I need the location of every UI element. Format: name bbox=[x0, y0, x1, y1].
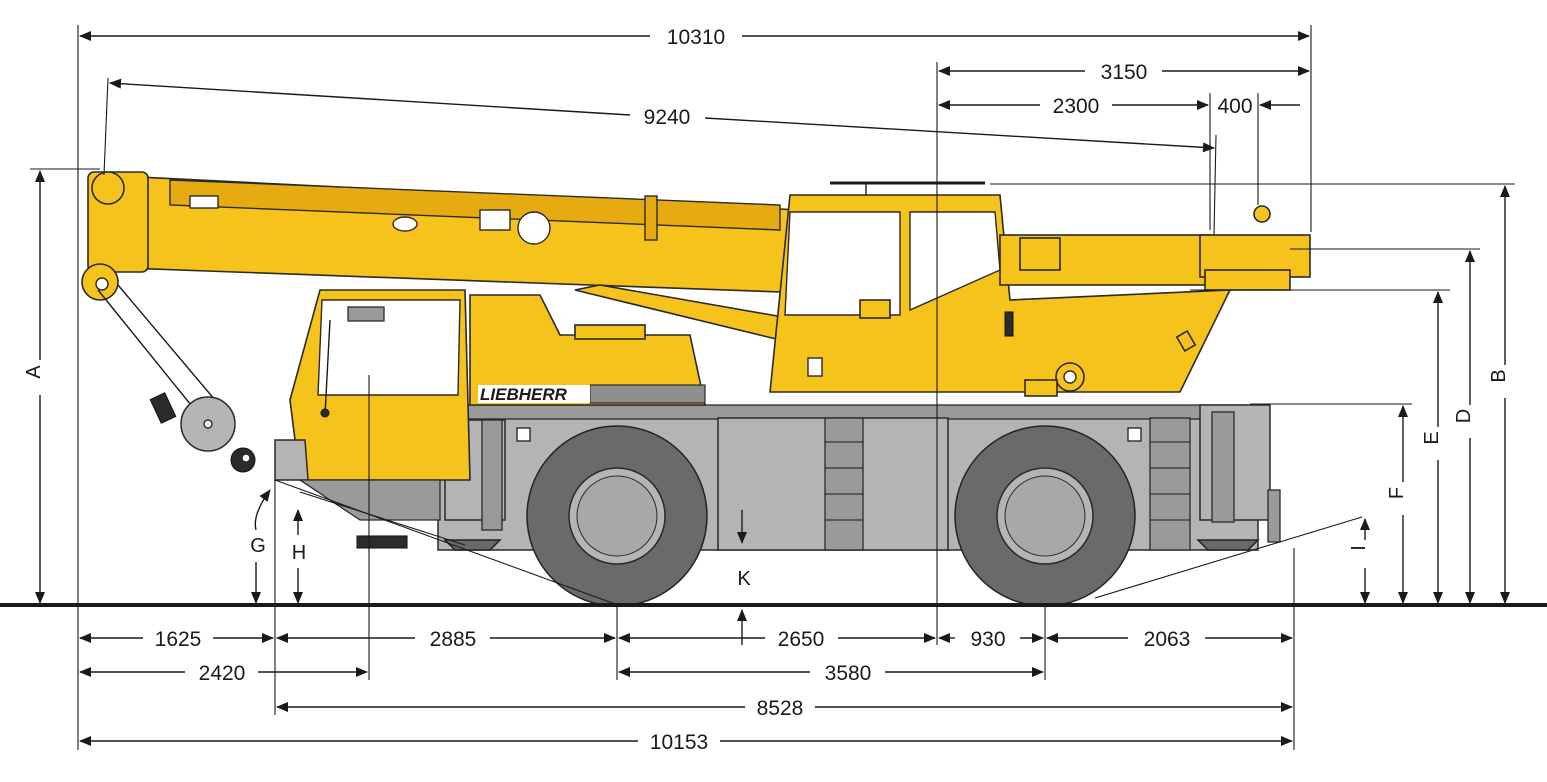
dim-400: 400 bbox=[1217, 95, 1252, 118]
dim-2300: 2300 bbox=[1053, 95, 1100, 118]
label-K: K bbox=[737, 568, 751, 590]
dim-3150: 3150 bbox=[1101, 61, 1148, 84]
dim-2063: 2063 bbox=[1144, 628, 1191, 651]
dim-boom-length: 9240 bbox=[644, 106, 691, 129]
label-D: D bbox=[1453, 409, 1475, 423]
dim-1625: 1625 bbox=[155, 628, 202, 651]
dim-overall-boom-length: 10310 bbox=[667, 26, 725, 49]
telescopic-boom bbox=[81, 171, 1001, 473]
label-A: A bbox=[23, 365, 45, 379]
label-I: I bbox=[1348, 545, 1370, 551]
dim-2420: 2420 bbox=[199, 662, 246, 685]
dim-3580: 3580 bbox=[825, 662, 872, 685]
crane-illustration: LIEBHERR bbox=[81, 171, 1311, 607]
dimension-lines bbox=[35, 31, 1510, 746]
chassis bbox=[356, 404, 1281, 551]
rear-wheel bbox=[954, 425, 1136, 607]
superstructure bbox=[769, 181, 1311, 397]
dim-2885: 2885 bbox=[430, 628, 477, 651]
dim-2650: 2650 bbox=[778, 628, 825, 651]
brand-logo: LIEBHERR bbox=[480, 385, 568, 404]
carrier-cab bbox=[274, 289, 471, 521]
label-H: H bbox=[292, 542, 306, 564]
extension-lines bbox=[30, 25, 1515, 750]
label-G: G bbox=[250, 535, 266, 557]
dim-8528: 8528 bbox=[757, 697, 804, 720]
ground-and-lines bbox=[0, 479, 1547, 607]
label-E: E bbox=[1421, 431, 1443, 444]
front-wheel bbox=[526, 425, 708, 607]
label-B: B bbox=[1488, 369, 1510, 382]
engine-deck: LIEBHERR bbox=[469, 294, 706, 406]
dim-930: 930 bbox=[970, 628, 1005, 651]
dimension-labels: 10310 3150 2300 400 9240 1625 2885 2650 … bbox=[23, 26, 1510, 754]
dim-overall-length: 10153 bbox=[650, 731, 708, 754]
label-F: F bbox=[1386, 487, 1408, 499]
